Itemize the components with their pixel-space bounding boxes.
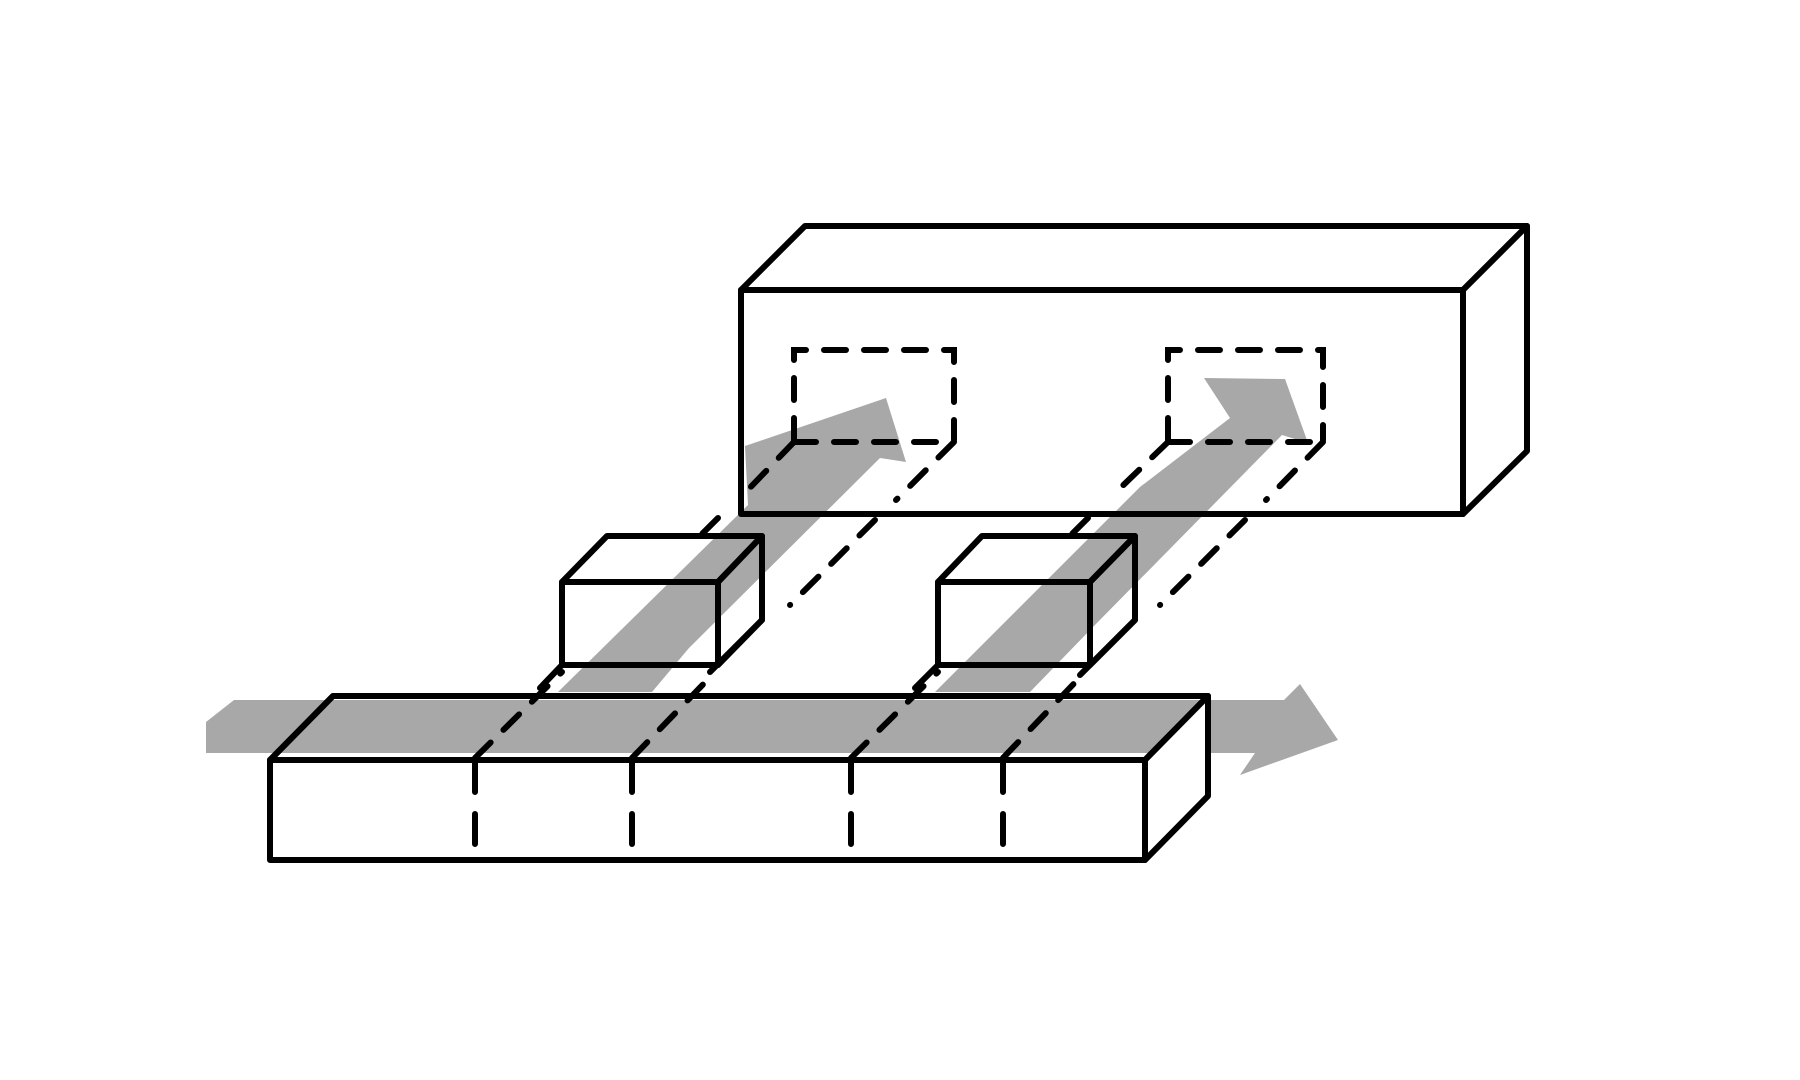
large-box-top-face [738,223,1530,293]
projection-line [629,669,718,761]
dashed-target-right [1109,347,1326,503]
target-projection [893,439,957,503]
target-outline [1165,347,1326,443]
dashed-target-left [739,347,957,503]
large-box-front-outline [738,287,1466,517]
small-block-leading-edge [1077,617,1138,678]
small-block-base-edge [912,662,941,691]
projection-line [848,669,941,761]
small-block-leading-edge [707,617,765,675]
small-block-right [912,533,1138,691]
long-bar-side-face [1142,693,1211,863]
connector-dashes [691,515,1248,608]
long-bar-top-dashes [472,669,1088,761]
small-block-left [537,533,765,691]
long-bar-front-face [267,757,1148,863]
connector-line [787,517,878,608]
horizontal-arrow [206,684,1338,775]
diagonal-arrow-left [558,398,906,692]
target-projection [1109,439,1171,499]
connector-line [1157,517,1248,608]
projection-line [1000,669,1088,761]
connector-line [691,515,721,545]
small-block-base-edge [537,662,565,691]
long-bar-division-marks [472,759,1006,861]
target-projection [1263,439,1326,503]
connector-line [1061,515,1091,545]
target-projection [739,439,797,499]
projection-line [472,669,565,761]
long-bar-top-outline [267,693,1211,763]
target-outline [791,347,957,443]
